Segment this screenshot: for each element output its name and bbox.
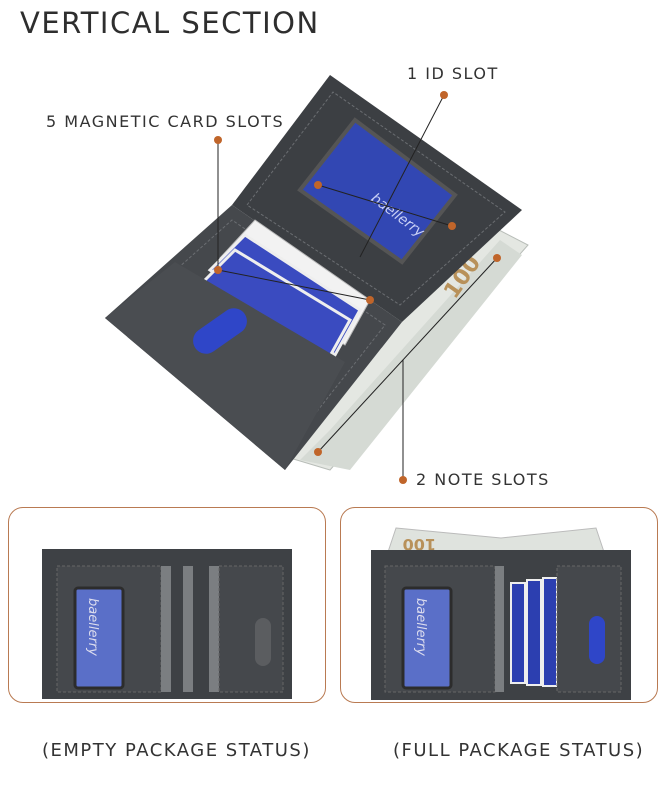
full-wallet-image: 100 baellerry	[371, 527, 631, 700]
svg-text:baellerry: baellerry	[413, 598, 428, 656]
svg-text:baellerry: baellerry	[85, 598, 100, 656]
brand-badge	[255, 618, 271, 666]
empty-status-panel: baellerry	[8, 507, 326, 703]
callout-note-slots: 2 NOTE SLOTS	[416, 470, 550, 489]
callout-id-slot: 1 ID SLOT	[407, 64, 499, 83]
thumb-cutout	[589, 616, 605, 664]
id-window	[297, 117, 458, 265]
empty-status-caption: (EMPTY PACKAGE STATUS)	[42, 740, 311, 761]
full-status-panel: 100 baellerry	[340, 507, 658, 703]
callout-card-slots: 5 MAGNETIC CARD SLOTS	[46, 112, 285, 131]
svg-text:100: 100	[403, 535, 436, 554]
full-status-caption: (FULL PACKAGE STATUS)	[393, 740, 645, 761]
callout-dots	[214, 91, 501, 484]
main-wallet-illustration: 100 baellerry	[105, 75, 529, 484]
thumb-cutout	[193, 308, 247, 354]
empty-wallet-image: baellerry	[42, 549, 292, 699]
page-title: VERTICAL SECTION	[20, 6, 320, 40]
